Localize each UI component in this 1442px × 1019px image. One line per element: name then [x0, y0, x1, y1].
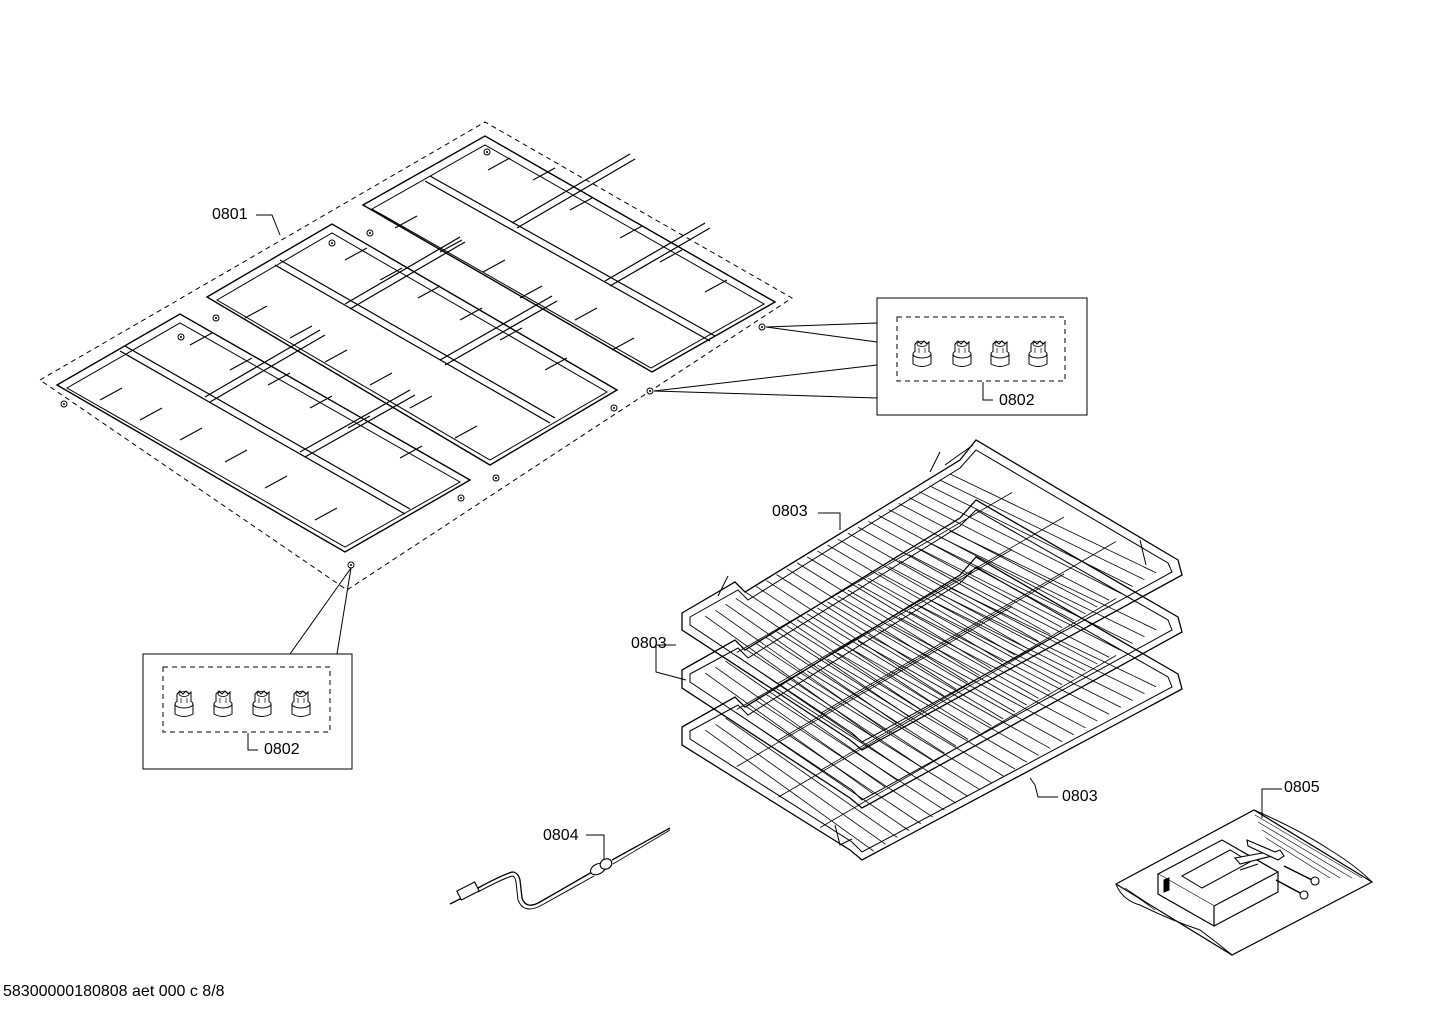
rack-wires — [705, 474, 1156, 851]
accessory-kit — [1116, 810, 1372, 955]
rack-crossbar — [779, 517, 1065, 683]
rack-middle — [682, 500, 1182, 808]
rack-crossbar — [779, 631, 1065, 797]
callout-probe: 0804 — [543, 827, 579, 844]
oven-racks — [682, 440, 1182, 860]
feet-box-top — [654, 298, 1087, 415]
grate-left — [57, 314, 470, 552]
callout-rack-bottom: 0803 — [1062, 788, 1098, 805]
callout-kit: 0805 — [1284, 779, 1320, 796]
rack-top — [682, 440, 1182, 750]
document-reference: 58300000180808 aet 000 c 8/8 — [3, 983, 225, 1000]
rack-crossbar — [737, 493, 1012, 653]
feet-box-left — [143, 568, 352, 769]
rack-crossbar — [737, 550, 1012, 710]
rack-crossbar — [737, 607, 1012, 767]
callout-grates: 0801 — [212, 206, 248, 223]
rack-crossbar — [779, 574, 1065, 740]
rack-crossbar — [820, 542, 1116, 714]
rack-crossbar — [820, 656, 1116, 828]
callout-feet-top: 0802 — [999, 392, 1035, 409]
grate-right — [363, 136, 775, 372]
callout-rack-mid: 0803 — [631, 635, 667, 652]
grates-assembly — [40, 122, 792, 590]
callout-rack-top: 0803 — [772, 503, 808, 520]
rack-bottom — [682, 557, 1182, 860]
foot-location-dots — [60, 148, 766, 569]
grate-middle — [207, 224, 617, 465]
callout-feet-left: 0802 — [264, 741, 300, 758]
grates-dashed-outline — [40, 122, 792, 590]
meat-probe — [450, 828, 670, 909]
rack-crossbar — [820, 599, 1116, 771]
leader-lines — [256, 215, 1282, 860]
